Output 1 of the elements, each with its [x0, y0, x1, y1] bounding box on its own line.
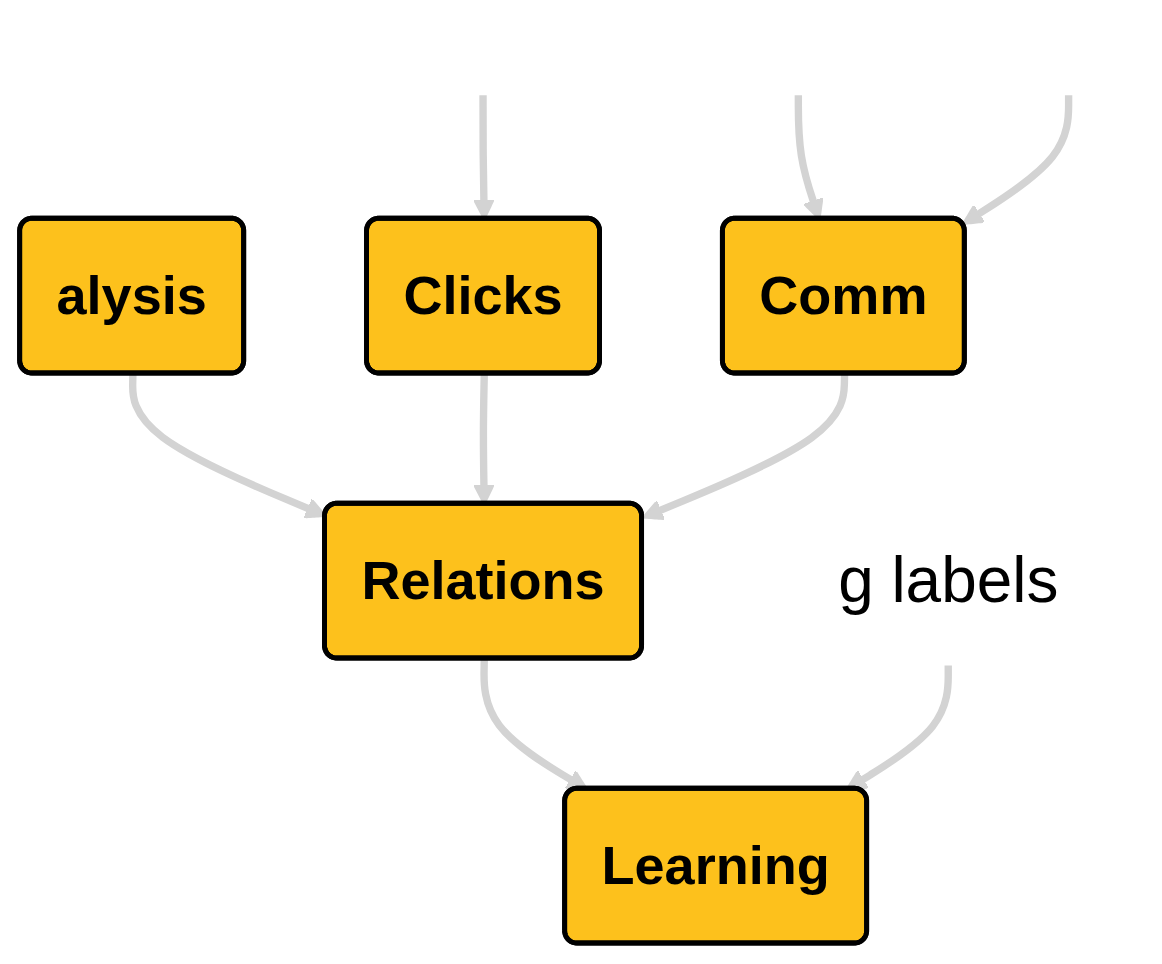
node-text: g labels	[838, 542, 1059, 616]
